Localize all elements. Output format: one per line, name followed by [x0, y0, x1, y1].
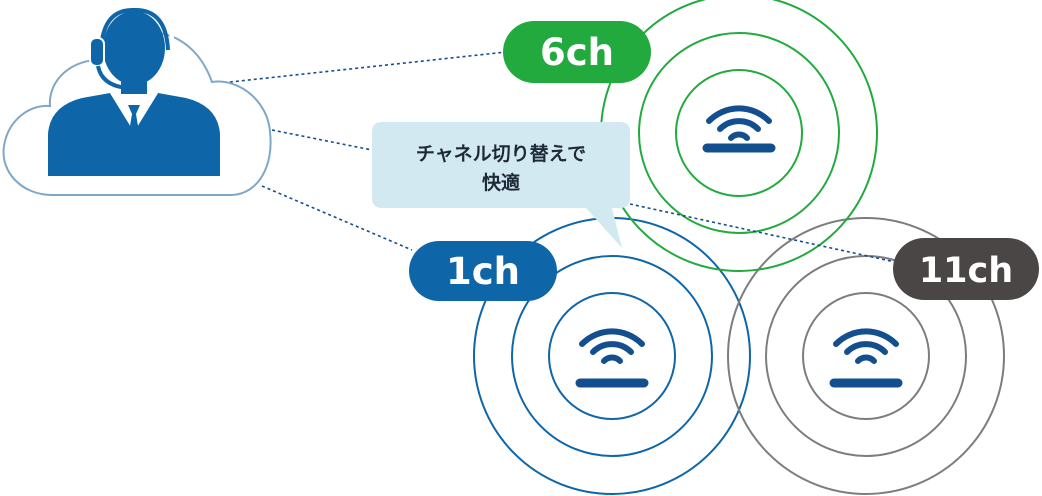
wifi-arc-middle — [844, 341, 888, 355]
badge-1ch-bg — [409, 241, 557, 301]
support-agent-headset-icon — [48, 1, 220, 176]
wifi-arc-inner — [855, 354, 877, 364]
wifi-arc-outer — [706, 105, 772, 124]
ring-11ch-inner — [802, 292, 930, 420]
ring-6ch-middle — [638, 32, 840, 234]
wifi-router-icon — [702, 105, 776, 153]
channel-badge-1ch: 1ch — [409, 241, 557, 301]
badge-11ch-bg — [893, 238, 1039, 300]
badge-1ch-label: 1ch — [446, 250, 520, 293]
wifi-arc-inner — [728, 131, 750, 141]
headset-band — [95, 1, 175, 51]
callout-line-2: 快適 — [482, 171, 520, 194]
operator-cloud — [2, 1, 272, 196]
headset-mic — [126, 84, 134, 92]
badge-6ch-bg — [503, 21, 651, 83]
operator-tie — [126, 105, 142, 160]
callout-shape — [372, 122, 630, 248]
link-operator-6ch — [211, 51, 507, 85]
headset-mic-boom — [96, 65, 129, 90]
wifi-router-icon — [829, 328, 903, 388]
headset-earcup — [89, 37, 105, 67]
wifi-arc-middle — [590, 341, 634, 355]
ring-1ch-inner — [548, 292, 676, 420]
wifi-arc-inner — [601, 354, 623, 364]
channel-badge-11ch: 11ch — [893, 238, 1039, 300]
callout-bubble: チャネル切り替えで 快適 — [372, 122, 630, 248]
wifi-router-icon — [575, 328, 649, 388]
wifi-arc-outer — [833, 328, 899, 347]
connection-lines — [211, 51, 896, 263]
badge-6ch-label: 6ch — [540, 31, 614, 74]
ring-11ch-outer — [727, 217, 1005, 495]
wifi-arc-outer — [579, 328, 645, 347]
link-operator-callout — [271, 129, 373, 151]
ring-6ch-inner — [675, 69, 803, 197]
badge-11ch-label: 11ch — [919, 251, 1013, 291]
channel-badge-6ch: 6ch — [503, 21, 651, 83]
operator-head — [103, 11, 165, 85]
callout-line-1: チャネル切り替えで — [416, 142, 586, 165]
ring-1ch-middle — [511, 255, 713, 457]
headset-band-inner — [99, 7, 170, 51]
wifi-arc-middle — [717, 118, 761, 132]
